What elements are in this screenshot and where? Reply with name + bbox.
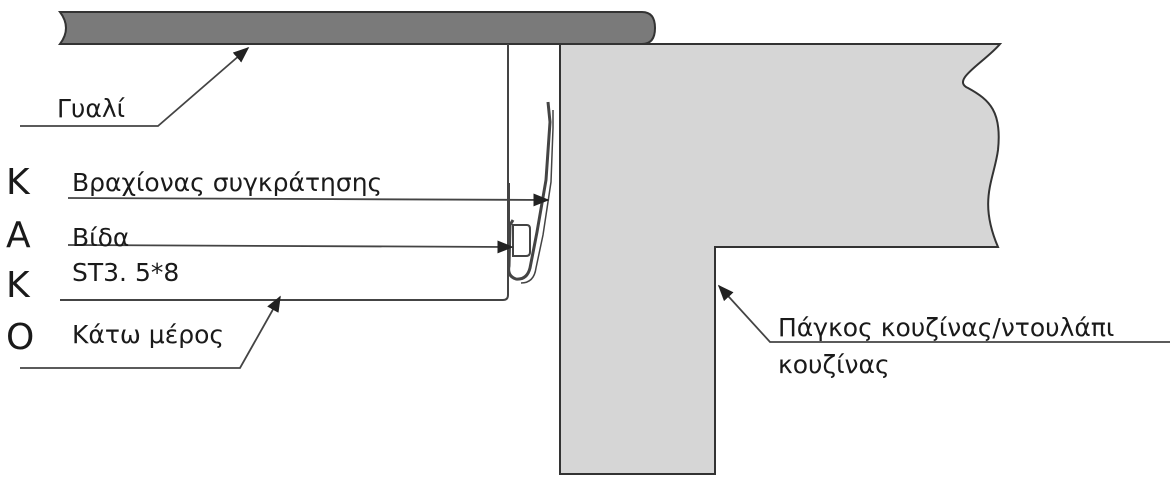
holding-arm [507, 101, 552, 281]
counter-label-line2: κουζίνας [778, 350, 890, 379]
side-letter-1: Κ [6, 162, 30, 203]
screw [512, 224, 531, 257]
side-letter-2: Α [6, 215, 31, 256]
side-letter-4: Ο [6, 317, 35, 358]
bottom-part-outline [60, 44, 509, 301]
counter-leader-line [717, 284, 1170, 343]
glass-panel [58, 11, 657, 45]
arm-leader-line [67, 193, 550, 207]
screw-leader-line [67, 240, 514, 254]
screw-label: Βίδα [72, 223, 130, 252]
bottom-leader-line [20, 295, 281, 369]
counter-label: Πάγκος κουζίνας/ντουλάπι [778, 313, 1115, 342]
arm-label: Βραχίονας συγκράτησης [72, 168, 383, 197]
glass-leader-line [20, 46, 250, 127]
screw-spec-label: ST3. 5*8 [72, 258, 180, 287]
side-letter-3: Κ [6, 265, 30, 306]
kitchen-counter [559, 43, 1003, 475]
glass-label: Γυαλί [57, 94, 126, 123]
bottom-part-label: Κάτω μέρος [72, 320, 225, 349]
